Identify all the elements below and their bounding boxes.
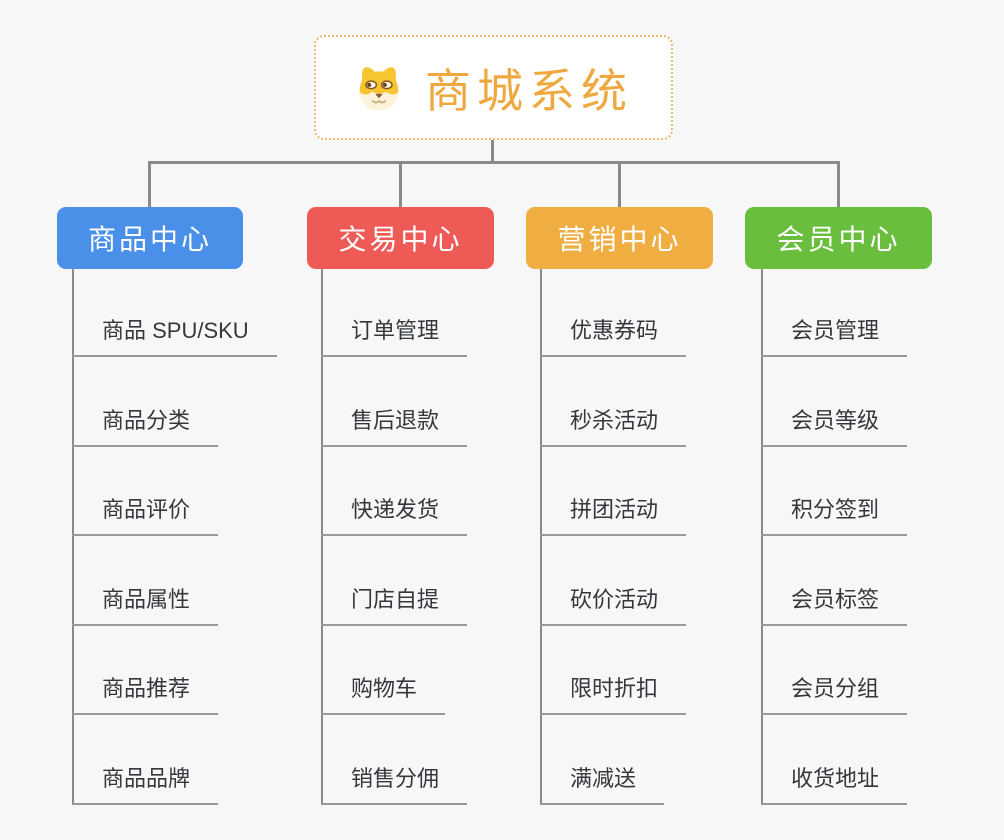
leaf-node[interactable]: 会员等级 (761, 406, 908, 447)
connector-line (399, 161, 402, 207)
leaf-node[interactable]: 秒杀活动 (540, 406, 687, 447)
connector-line (761, 269, 763, 804)
root-node-title: 商城系统 (425, 64, 633, 117)
leaf-node[interactable]: 订单管理 (321, 316, 468, 357)
leaf-node[interactable]: 满减送 (540, 764, 665, 805)
leaf-node[interactable]: 积分签到 (761, 495, 908, 536)
connector-line (837, 161, 840, 207)
leaf-node[interactable]: 砍价活动 (540, 585, 687, 626)
branch-node-label: 交易中心 (338, 224, 463, 255)
connector-line (72, 269, 74, 804)
branch-node-label: 营销中心 (557, 224, 682, 255)
branch-node-label: 商品中心 (87, 224, 212, 255)
shiba-dog-icon (359, 66, 399, 111)
branch-node-marketing-center[interactable]: 营销中心 (526, 207, 713, 269)
connector-line (491, 140, 494, 164)
leaf-node[interactable]: 优惠券码 (540, 316, 687, 357)
leaf-node[interactable]: 商品分类 (72, 406, 219, 447)
connector-line (321, 269, 323, 804)
leaf-node[interactable]: 购物车 (321, 674, 446, 715)
leaf-node[interactable]: 快递发货 (321, 495, 468, 536)
connector-line (148, 161, 840, 164)
leaf-node[interactable]: 售后退款 (321, 406, 468, 447)
leaf-node[interactable]: 会员管理 (761, 316, 908, 357)
branch-node-member-center[interactable]: 会员中心 (745, 207, 932, 269)
leaf-node[interactable]: 商品 SPU/SKU (72, 316, 277, 357)
root-node[interactable]: 商城系统 (314, 35, 673, 140)
leaf-node[interactable]: 销售分佣 (321, 764, 468, 805)
leaf-node[interactable]: 商品品牌 (72, 764, 219, 805)
branch-node-label: 会员中心 (776, 224, 901, 255)
leaf-node[interactable]: 限时折扣 (540, 674, 687, 715)
leaf-node[interactable]: 会员标签 (761, 585, 908, 626)
connector-line (618, 161, 621, 207)
leaf-node[interactable]: 拼团活动 (540, 495, 687, 536)
leaf-node[interactable]: 门店自提 (321, 585, 468, 626)
leaf-node[interactable]: 商品评价 (72, 495, 219, 536)
leaf-node[interactable]: 会员分组 (761, 674, 908, 715)
branch-node-trade-center[interactable]: 交易中心 (307, 207, 494, 269)
connector-line (540, 269, 542, 804)
connector-line (148, 161, 151, 207)
leaf-node[interactable]: 收货地址 (761, 764, 908, 805)
leaf-node[interactable]: 商品属性 (72, 585, 219, 626)
branch-node-product-center[interactable]: 商品中心 (57, 207, 243, 269)
leaf-node[interactable]: 商品推荐 (72, 674, 219, 715)
